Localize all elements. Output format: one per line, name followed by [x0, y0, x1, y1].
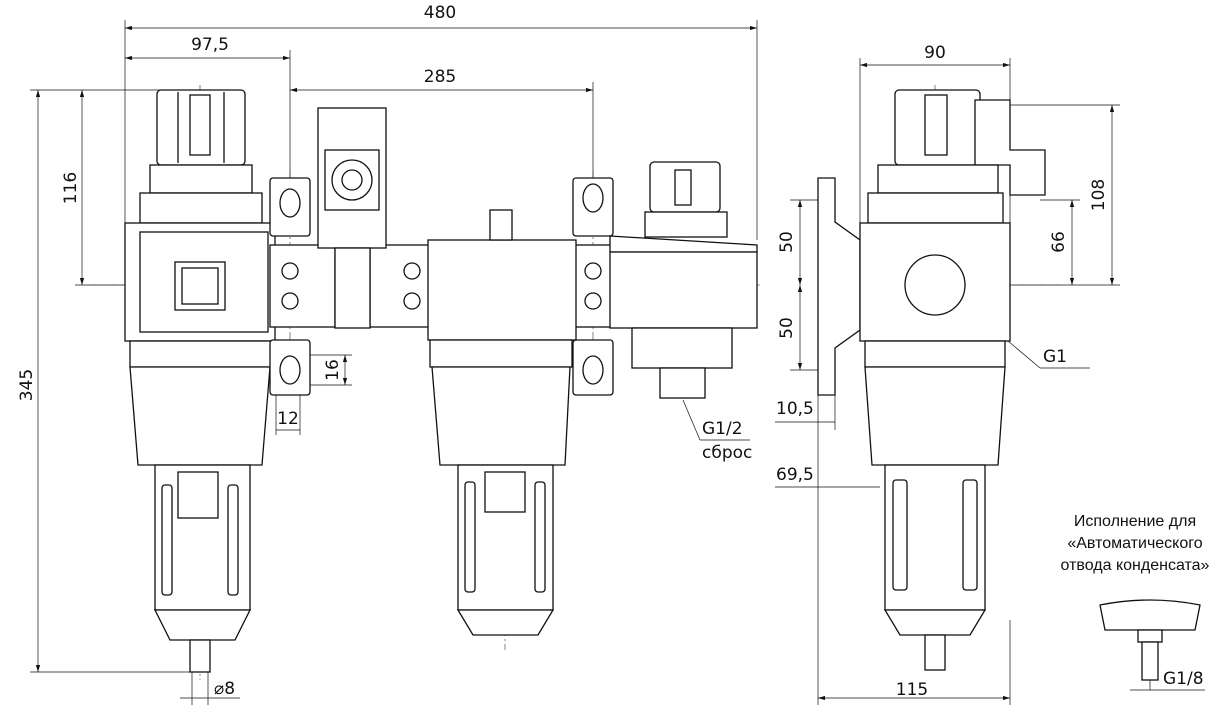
- dim-diameter-8: ⌀8: [214, 679, 235, 699]
- dimension-labels: 480 97,5 285 116 345 16 12 G1/2 сброс ⌀8…: [17, 3, 1204, 700]
- side-view: [817, 89, 1046, 671]
- caption-line-2: «Автоматического: [1067, 535, 1202, 552]
- dim-69-5: 69,5: [776, 465, 814, 485]
- dim-50-lower: 50: [777, 317, 797, 339]
- dim-90: 90: [924, 43, 946, 63]
- caption-line-3: отвода конденсата»: [1061, 557, 1210, 574]
- lubricator: [427, 209, 577, 636]
- dim-50-upper: 50: [777, 231, 797, 253]
- dim-345: 345: [17, 369, 37, 401]
- dim-108: 108: [1089, 179, 1109, 211]
- dim-16: 16: [323, 359, 343, 381]
- dim-115: 115: [896, 680, 928, 700]
- caption-line-1: Исполнение для: [1074, 513, 1196, 530]
- shutoff-valve: [609, 161, 758, 399]
- dim-66: 66: [1049, 231, 1069, 253]
- auto-drain-caption: Исполнение для «Автоматического отвода к…: [1061, 513, 1210, 574]
- auto-drain-detail: [1099, 599, 1201, 681]
- dim-480: 480: [424, 3, 456, 23]
- auto-drain-thread-label: G1/8: [1163, 669, 1204, 689]
- dim-116: 116: [61, 172, 81, 204]
- exhaust-label: сброс: [702, 443, 752, 463]
- dim-97-5: 97,5: [191, 35, 229, 55]
- dim-12: 12: [277, 409, 299, 429]
- dim-10-5: 10,5: [776, 399, 814, 419]
- dim-285: 285: [424, 67, 456, 87]
- port-thread-label: G1: [1043, 347, 1067, 367]
- exhaust-port-label: G1/2: [702, 419, 743, 439]
- filter-regulator: [124, 89, 276, 673]
